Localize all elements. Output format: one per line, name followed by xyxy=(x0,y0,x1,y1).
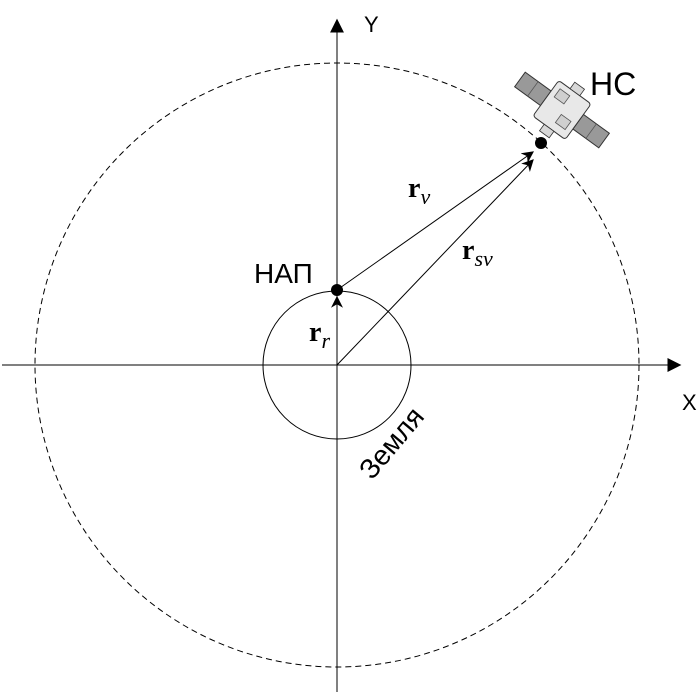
y-axis-label: Y xyxy=(364,12,379,37)
receiver-point xyxy=(331,284,343,296)
x-axis-label: X xyxy=(682,390,697,415)
receiver-label: НАП xyxy=(254,258,313,289)
earth-label: Земля xyxy=(353,401,430,485)
satellite-icon xyxy=(513,71,611,149)
vector-r-v xyxy=(336,151,534,291)
vector-r-r-sub: r xyxy=(321,328,330,353)
vector-r-sv-sub: sv xyxy=(474,246,493,271)
vector-r-sv xyxy=(336,159,534,366)
vector-r-v-base: r xyxy=(408,173,420,204)
vector-r-r-base: r xyxy=(309,317,321,348)
satellite-label: НС xyxy=(590,66,636,102)
vector-r-v-label: rv xyxy=(408,173,430,209)
vector-r-r-label: rr xyxy=(309,317,330,353)
vector-r-sv-base: r xyxy=(462,235,474,266)
satellite-point xyxy=(535,137,547,149)
vector-r-v-sub: v xyxy=(420,184,430,209)
vector-r-sv-label: rsv xyxy=(462,235,493,271)
